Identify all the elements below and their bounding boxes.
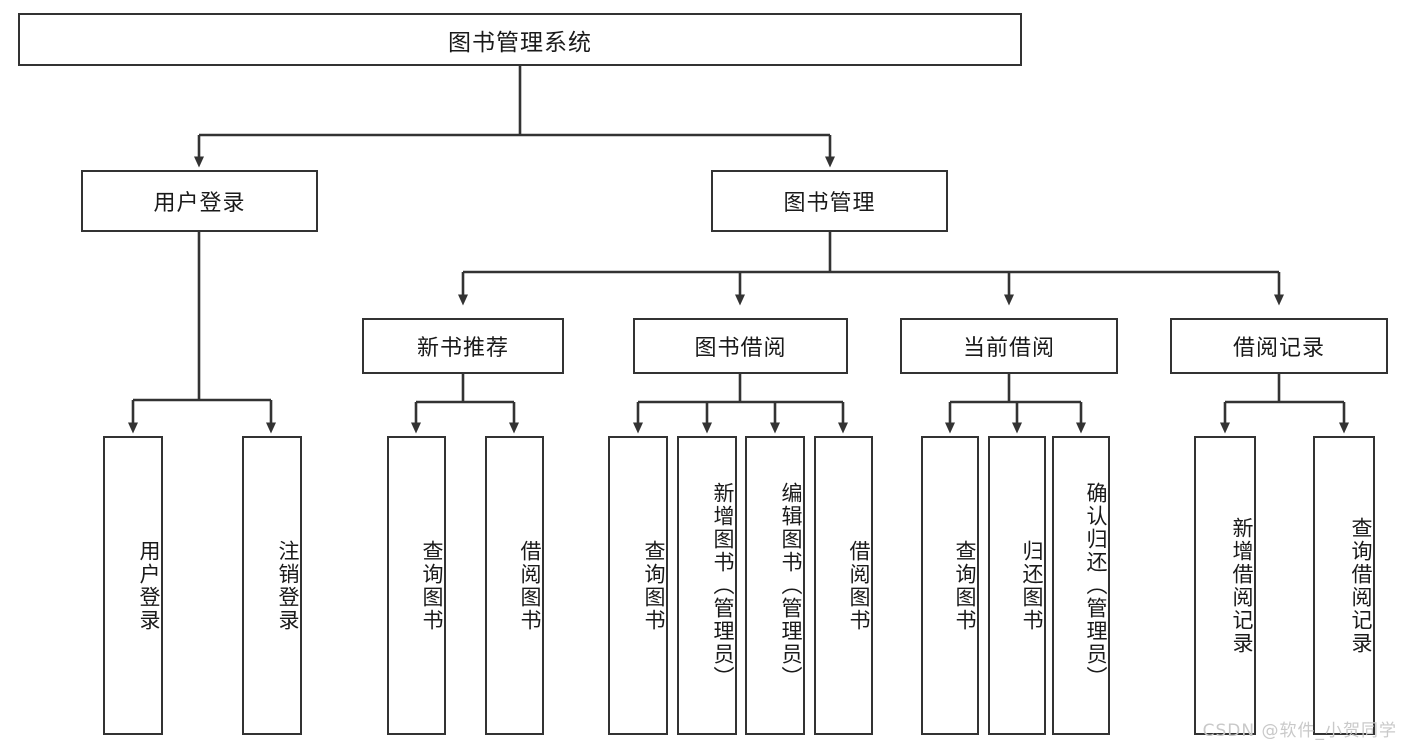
node-label: 新增图书（管理员） <box>711 482 735 689</box>
leaf-new-book-query-book[interactable]: 查询图书 <box>387 436 446 735</box>
node-borrow-record[interactable]: 借阅记录 <box>1170 318 1388 374</box>
node-label: 查询图书 <box>420 539 444 632</box>
node-label: 新书推荐 <box>416 336 509 361</box>
leaf-current-borrow-return-book[interactable]: 归还图书 <box>988 436 1046 735</box>
leaf-new-book-borrow-book[interactable]: 借阅图书 <box>485 436 544 735</box>
leaf-book-borrow-edit-book-admin[interactable]: 编辑图书（管理员） <box>745 436 805 735</box>
node-label: 当前借阅 <box>962 336 1055 361</box>
node-label: 借阅记录 <box>1232 336 1325 361</box>
node-root-book-management-system[interactable]: 图书管理系统 <box>18 13 1022 66</box>
leaf-book-borrow-add-book-admin[interactable]: 新增图书（管理员） <box>677 436 737 735</box>
node-label: 图书借阅 <box>694 336 787 361</box>
leaf-current-borrow-confirm-return-admin[interactable]: 确认归还（管理员） <box>1052 436 1110 735</box>
node-label: 借阅图书 <box>518 539 542 632</box>
node-label: 归还图书 <box>1020 539 1044 632</box>
leaf-book-borrow-query-book[interactable]: 查询图书 <box>608 436 668 735</box>
node-label: 查询图书 <box>642 539 666 632</box>
node-label: 新增借阅记录 <box>1230 516 1254 655</box>
node-label: 编辑图书（管理员） <box>779 482 803 689</box>
node-label: 用户登录 <box>153 191 246 216</box>
watermark: CSDN @软件_小贺同学 <box>1202 721 1397 741</box>
leaf-user-login-logout[interactable]: 注销登录 <box>242 436 302 735</box>
node-label: 查询借阅记录 <box>1349 516 1373 655</box>
node-label: 注销登录 <box>276 539 300 632</box>
node-label: 用户登录 <box>137 539 161 632</box>
leaf-borrow-record-add-record[interactable]: 新增借阅记录 <box>1194 436 1256 735</box>
node-current-borrow[interactable]: 当前借阅 <box>900 318 1118 374</box>
node-label: 查询图书 <box>953 539 977 632</box>
node-label: 确认归还（管理员） <box>1084 482 1108 689</box>
leaf-borrow-record-query-record[interactable]: 查询借阅记录 <box>1313 436 1375 735</box>
node-book-borrow[interactable]: 图书借阅 <box>633 318 848 374</box>
node-book-management[interactable]: 图书管理 <box>711 170 948 232</box>
node-label: 图书管理系统 <box>448 29 592 56</box>
node-user-login[interactable]: 用户登录 <box>81 170 318 232</box>
leaf-user-login-login[interactable]: 用户登录 <box>103 436 163 735</box>
node-label: 借阅图书 <box>847 539 871 632</box>
leaf-book-borrow-borrow-book[interactable]: 借阅图书 <box>814 436 873 735</box>
node-label: 图书管理 <box>783 191 876 216</box>
leaf-current-borrow-query-book[interactable]: 查询图书 <box>921 436 979 735</box>
node-new-book-recommend[interactable]: 新书推荐 <box>362 318 564 374</box>
